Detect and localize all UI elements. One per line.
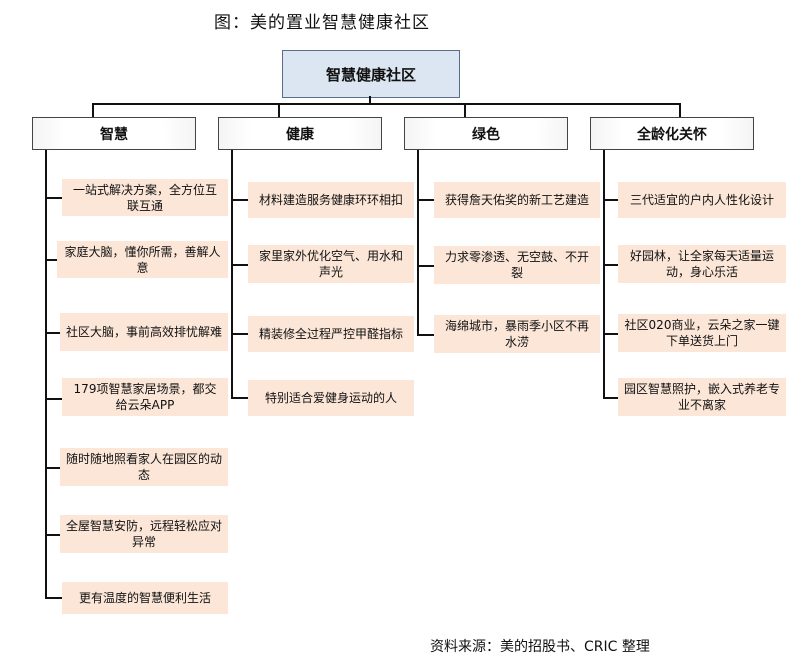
list-item: 随时随地照看家人在园区的动态 bbox=[60, 448, 228, 486]
branch-tick bbox=[45, 597, 62, 599]
connector-drop-4 bbox=[679, 103, 681, 117]
branch-tick bbox=[45, 332, 60, 334]
branch-tick bbox=[45, 534, 60, 536]
category-smart: 智慧 bbox=[32, 117, 196, 150]
branch-tick bbox=[603, 264, 618, 266]
branch-tick bbox=[603, 199, 618, 201]
list-item: 力求零渗透、无空鼓、不开裂 bbox=[434, 246, 600, 284]
branch-tick bbox=[417, 334, 434, 336]
list-item: 园区智慧照护，嵌入式养老专业不离家 bbox=[618, 378, 786, 416]
branch-tick bbox=[417, 265, 434, 267]
trunk-green bbox=[417, 150, 419, 336]
list-item: 好园林，让全家每天适量运动，身心乐活 bbox=[618, 245, 786, 283]
connector-drop-1 bbox=[92, 103, 94, 117]
branch-tick bbox=[45, 259, 57, 261]
branch-tick bbox=[603, 397, 618, 399]
connector-root-down bbox=[369, 96, 371, 104]
list-item: 特别适合爱健身运动的人 bbox=[248, 380, 414, 416]
branch-tick bbox=[231, 333, 248, 335]
list-item: 精装修全过程严控甲醛指标 bbox=[248, 316, 414, 352]
list-item: 社区020商业，云朵之家一键下单送货上门 bbox=[618, 314, 786, 352]
category-label: 全龄化关怀 bbox=[637, 126, 707, 143]
category-all-age-care: 全龄化关怀 bbox=[590, 117, 754, 150]
trunk-health bbox=[231, 150, 233, 399]
category-label: 健康 bbox=[286, 126, 314, 143]
branch-tick bbox=[603, 333, 618, 335]
root-node: 智慧健康社区 bbox=[282, 50, 460, 98]
branch-tick bbox=[231, 397, 248, 399]
category-health: 健康 bbox=[218, 117, 382, 150]
category-label: 绿色 bbox=[472, 126, 500, 143]
branch-tick bbox=[231, 199, 248, 201]
branch-tick bbox=[45, 467, 60, 469]
category-label: 智慧 bbox=[100, 126, 128, 143]
list-item: 179项智慧家居场景，都交给云朵APP bbox=[62, 378, 228, 416]
category-green: 绿色 bbox=[404, 117, 568, 150]
list-item: 社区大脑，事前高效排忧解难 bbox=[60, 313, 228, 351]
branch-tick bbox=[45, 197, 62, 199]
connector-drop-2 bbox=[278, 103, 280, 117]
list-item: 家里家外优化空气、用水和声光 bbox=[248, 245, 414, 283]
list-item: 家庭大脑，懂你所需，善解人意 bbox=[57, 241, 228, 278]
source-note: 资料来源：美的招股书、CRIC 整理 bbox=[430, 639, 650, 655]
list-item: 材料建造服务健康环环相扣 bbox=[248, 182, 414, 218]
branch-tick bbox=[231, 264, 248, 266]
list-item: 获得詹天佑奖的新工艺建造 bbox=[434, 182, 600, 218]
list-item: 三代适宜的户内人性化设计 bbox=[618, 182, 786, 218]
list-item: 海绵城市，暴雨季小区不再水涝 bbox=[434, 315, 600, 353]
root-node-label: 智慧健康社区 bbox=[325, 65, 416, 84]
branch-tick bbox=[45, 398, 62, 400]
list-item: 更有温度的智慧便利生活 bbox=[62, 582, 228, 614]
trunk-smart bbox=[45, 150, 47, 599]
list-item: 一站式解决方案，全方位互联互通 bbox=[62, 179, 228, 216]
connector-drop-3 bbox=[464, 103, 466, 117]
list-item: 全屋智慧安防，远程轻松应对异常 bbox=[60, 515, 228, 553]
branch-tick bbox=[417, 199, 434, 201]
connector-bus bbox=[92, 103, 681, 105]
diagram-title: 图：美的置业智慧健康社区 bbox=[214, 13, 430, 33]
trunk-all-age-care bbox=[603, 150, 605, 399]
